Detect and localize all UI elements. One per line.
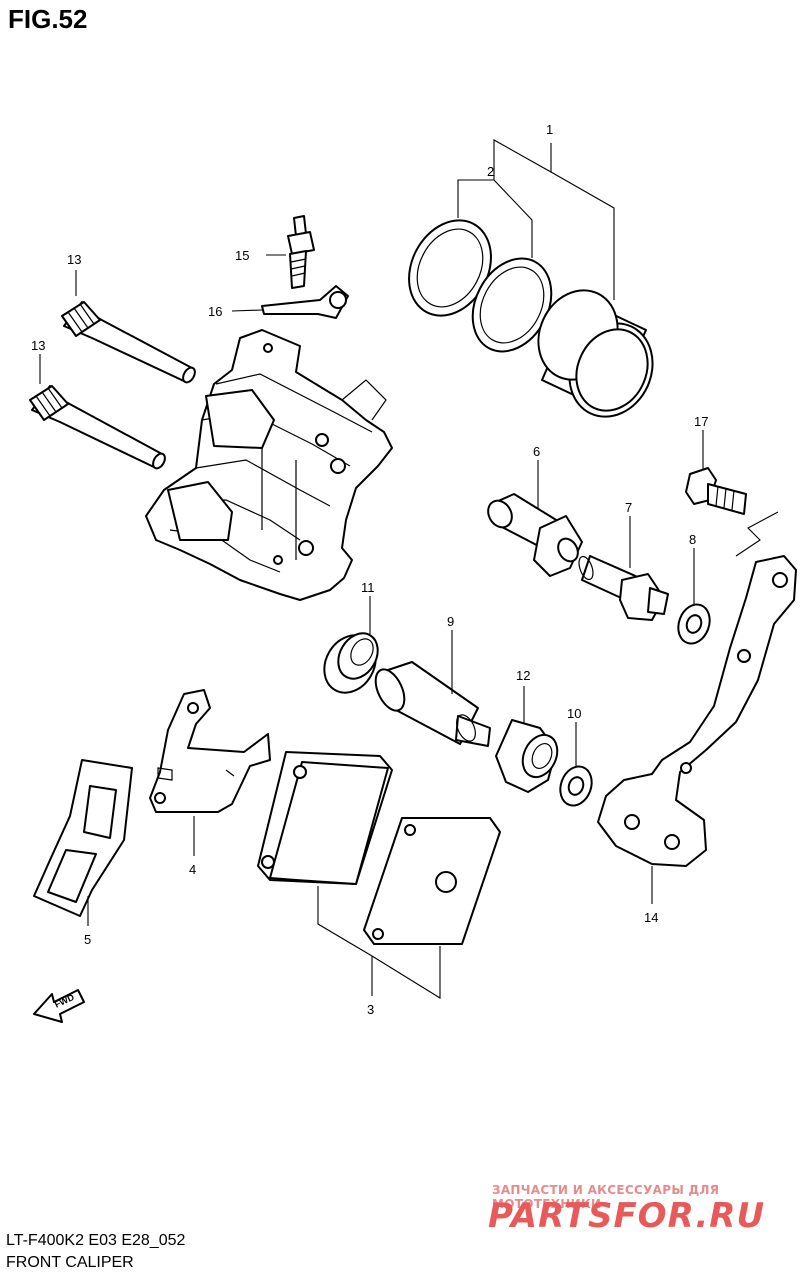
watermark-logo: PARTSFOR.RU [488,1196,766,1236]
callout-15: 15 [235,248,249,263]
brake-pad-inner [257,751,393,885]
callout-7: 7 [625,500,632,515]
fwd-arrow-icon: FWD [33,989,85,1023]
model-code: LT-F400K2 E03 E28_052 [6,1232,186,1249]
brake-pad-outer [363,817,501,945]
slide-pin-upper [61,301,196,384]
pad-spring [149,689,271,813]
caliper-bolt [578,555,669,621]
callout-12: 12 [516,668,530,683]
bleeder-cap [261,285,349,319]
caliper-pin [374,661,491,747]
callout-9: 9 [447,614,454,629]
washer-upper [677,603,711,645]
pin-boot-lower [495,719,559,793]
sleeve-bolt [487,493,583,577]
bleeder-screw [287,215,315,289]
leader-lines [39,139,779,999]
caliper-body [145,329,393,601]
callout-16: 16 [208,304,222,319]
callout-14: 14 [644,910,658,925]
slide-pin-lower [29,385,166,470]
piston-seal-inner [471,257,553,353]
flange-bolt [685,467,747,515]
callout-5: 5 [84,932,91,947]
callout-17: 17 [694,414,708,429]
caliper-piston [537,289,654,418]
callout-8: 8 [689,532,696,547]
callout-13-lower: 13 [31,338,45,353]
callout-labels: 1 2 3 4 5 6 7 8 9 10 11 12 13 13 14 15 1… [31,122,708,1017]
pin-boot-upper [323,632,379,694]
washer-lower [559,765,593,807]
figure-title: FIG.52 [8,4,88,34]
caliper-bracket [597,555,797,867]
watermark-tagline: ЗАПЧАСТИ И АКСЕССУАРЫ ДЛЯ МОТОТЕХНИКИ [492,1183,720,1211]
callout-2: 2 [487,164,494,179]
callout-4: 4 [189,862,196,877]
callout-1: 1 [546,122,553,137]
pad-shim [33,759,133,917]
callout-10: 10 [567,706,581,721]
callout-6: 6 [533,444,540,459]
section-name: FRONT CALIPER [6,1254,134,1271]
callout-3: 3 [367,1002,374,1017]
callout-13-upper: 13 [67,252,81,267]
callout-11: 11 [361,580,375,595]
